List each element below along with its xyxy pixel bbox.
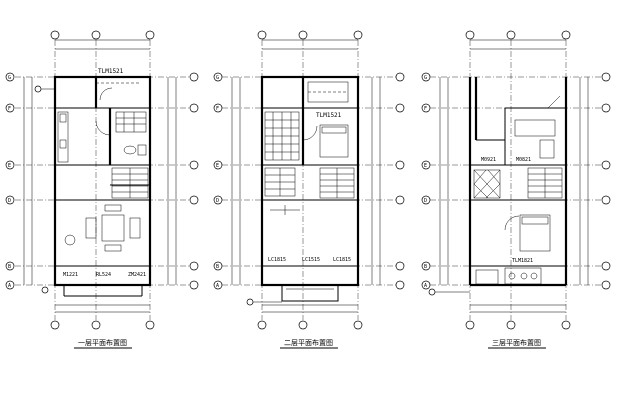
row-label: E bbox=[8, 163, 11, 169]
row-labels-plan-1: G F E D B A bbox=[5, 72, 199, 290]
row-labels-plan-3: G F E D B A bbox=[421, 72, 611, 290]
door-label: M0821 bbox=[516, 157, 531, 163]
row-label: B bbox=[424, 264, 427, 270]
row-label: E bbox=[424, 163, 427, 169]
door-label: TLM1521 bbox=[316, 112, 342, 119]
door-label: M1221 bbox=[63, 272, 78, 278]
plan-title: 二层平面布置图 bbox=[284, 338, 333, 347]
row-labels-plan-2: G F E D B A bbox=[213, 72, 405, 290]
plan-title: 一层平面布置图 bbox=[78, 338, 127, 347]
row-label: A bbox=[424, 283, 427, 289]
row-label: E bbox=[216, 163, 219, 169]
row-label: D bbox=[8, 198, 11, 204]
window-label: LC1815 bbox=[268, 257, 286, 263]
door-label: TLM1521 bbox=[98, 68, 124, 75]
floor-plan-2: G F E D B A TLM1521 LC1815 LC1515 LC1815… bbox=[213, 30, 405, 349]
row-label: A bbox=[216, 283, 219, 289]
row-label: G bbox=[216, 75, 219, 81]
plan-title: 三层平面布置图 bbox=[492, 338, 541, 347]
row-label: G bbox=[424, 75, 427, 81]
floor-plan-3: G F E D B A M0921 M0821 TLM1821 三层平面布置图 bbox=[421, 30, 611, 349]
row-label: A bbox=[8, 283, 11, 289]
door-label: TLM1821 bbox=[512, 258, 533, 264]
row-label: B bbox=[8, 264, 11, 270]
floor-plan-1: G F E D B A TLM1521 M1221 RL524 ZM2421 一… bbox=[5, 30, 199, 349]
row-label: D bbox=[216, 198, 219, 204]
row-label: F bbox=[216, 106, 219, 112]
window-label: LC1515 bbox=[302, 257, 320, 263]
row-label: F bbox=[8, 106, 11, 112]
door-label: M0921 bbox=[481, 157, 496, 163]
row-label: D bbox=[424, 198, 427, 204]
row-label: G bbox=[8, 75, 11, 81]
door-label: ZM2421 bbox=[128, 272, 146, 278]
window-label: LC1815 bbox=[333, 257, 351, 263]
row-label: B bbox=[216, 264, 219, 270]
door-label: RL524 bbox=[96, 272, 111, 278]
row-label: F bbox=[424, 106, 427, 112]
